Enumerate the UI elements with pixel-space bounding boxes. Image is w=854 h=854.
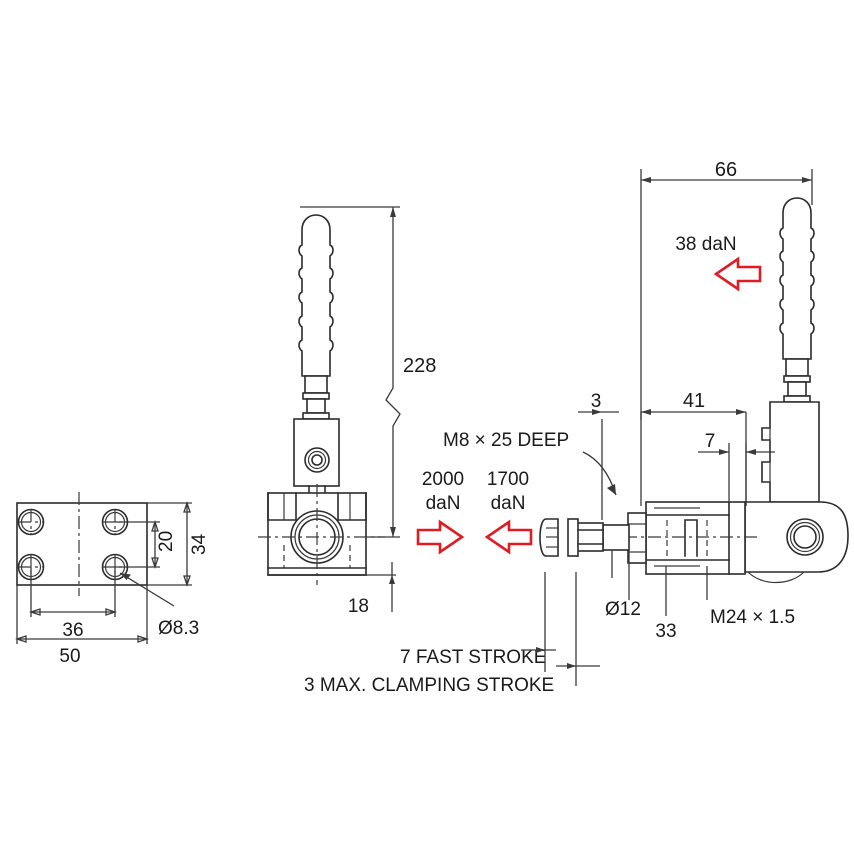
force-push-unit: daN (426, 493, 461, 514)
dim-label-hole-dia: Ø8.3 (158, 618, 199, 639)
dim-body-length-41: 41 (640, 390, 747, 506)
dim-label-41: 41 (683, 390, 705, 412)
leader-m8-thread: M8 × 25 DEEP (443, 430, 617, 496)
body-side-outline (645, 501, 746, 575)
view-front-elevation: 228 18 2000 daN 1700 daN (258, 206, 533, 617)
force-handle-label: 38 daN (675, 234, 736, 255)
dim-hole-spacing-horizontal: 36 (28, 567, 118, 641)
stroke-notes: 7 FAST STROKE 3 MAX. CLAMPING STROKE (304, 572, 600, 696)
leader-hole-diameter: Ø8.3 (119, 572, 199, 639)
pivot-boss-mid (307, 450, 327, 470)
dim-handle-reach: 66 (640, 159, 813, 420)
dim-plate-thickness-7: 7 (698, 431, 775, 506)
leader-m24-thread: M24 × 1.5 (706, 566, 795, 628)
note-clamping-stroke: 3 MAX. CLAMPING STROKE (304, 675, 554, 696)
dim-label-7: 7 (705, 431, 716, 452)
dim-total-height: 228 (300, 206, 436, 538)
dim-spindle-end-3: 3 (578, 391, 619, 520)
spindle-collar (575, 522, 604, 552)
dim-label-36: 36 (62, 620, 83, 641)
dim-label-dia12: Ø12 (605, 599, 641, 620)
handle-neck-front (302, 375, 330, 420)
dim-label-20: 20 (156, 531, 177, 552)
dim-label-18: 18 (348, 596, 369, 617)
force-pull-unit: daN (491, 493, 526, 514)
dim-base-depth-33: 33 (655, 566, 677, 642)
base-body-front (258, 484, 385, 585)
spindle-shank (602, 524, 630, 551)
force-push-2000: 2000 daN (416, 469, 465, 555)
note-fast-stroke: 7 FAST STROKE (400, 647, 546, 668)
pivot-head-side (744, 501, 849, 583)
force-handle-arrow-icon (713, 256, 762, 292)
dim-label-m24: M24 × 1.5 (710, 607, 795, 628)
spindle-flange (567, 518, 579, 557)
handle-grip-front (298, 214, 334, 377)
view-base-plate: 20 34 36 50 (14, 492, 210, 667)
spindle-side (539, 518, 630, 557)
leader-spindle-dia: Ø12 (605, 550, 641, 620)
force-handle-38: 38 daN (675, 234, 762, 292)
dim-plate-height: 34 (147, 500, 210, 588)
force-pull-value: 1700 (487, 469, 529, 490)
dim-label-34: 34 (189, 533, 210, 555)
dim-base-height: 18 (348, 562, 396, 617)
dim-plate-width: 50 (14, 585, 150, 667)
dim-label-3: 3 (591, 391, 602, 412)
pivot-pin-bore (793, 525, 817, 549)
dim-hole-spacing-vertical: 20 (115, 519, 177, 570)
dim-label-m8: M8 × 25 DEEP (443, 430, 569, 451)
dim-label-66: 66 (715, 159, 737, 181)
body-block-front (293, 418, 340, 494)
force-push-value: 2000 (422, 469, 464, 490)
handle-grip-side (779, 197, 815, 403)
dim-label-50: 50 (59, 646, 80, 667)
body-side (600, 501, 760, 575)
view-side-elevation: 66 38 daN (443, 159, 849, 642)
pivot-boss-inner (311, 454, 323, 466)
force-push-arrow-icon (416, 519, 465, 555)
dim-label-33: 33 (655, 621, 676, 642)
force-pull-1700: 1700 daN (484, 469, 533, 555)
dim-label-228: 228 (403, 355, 436, 377)
force-pull-arrow-icon (484, 519, 533, 555)
